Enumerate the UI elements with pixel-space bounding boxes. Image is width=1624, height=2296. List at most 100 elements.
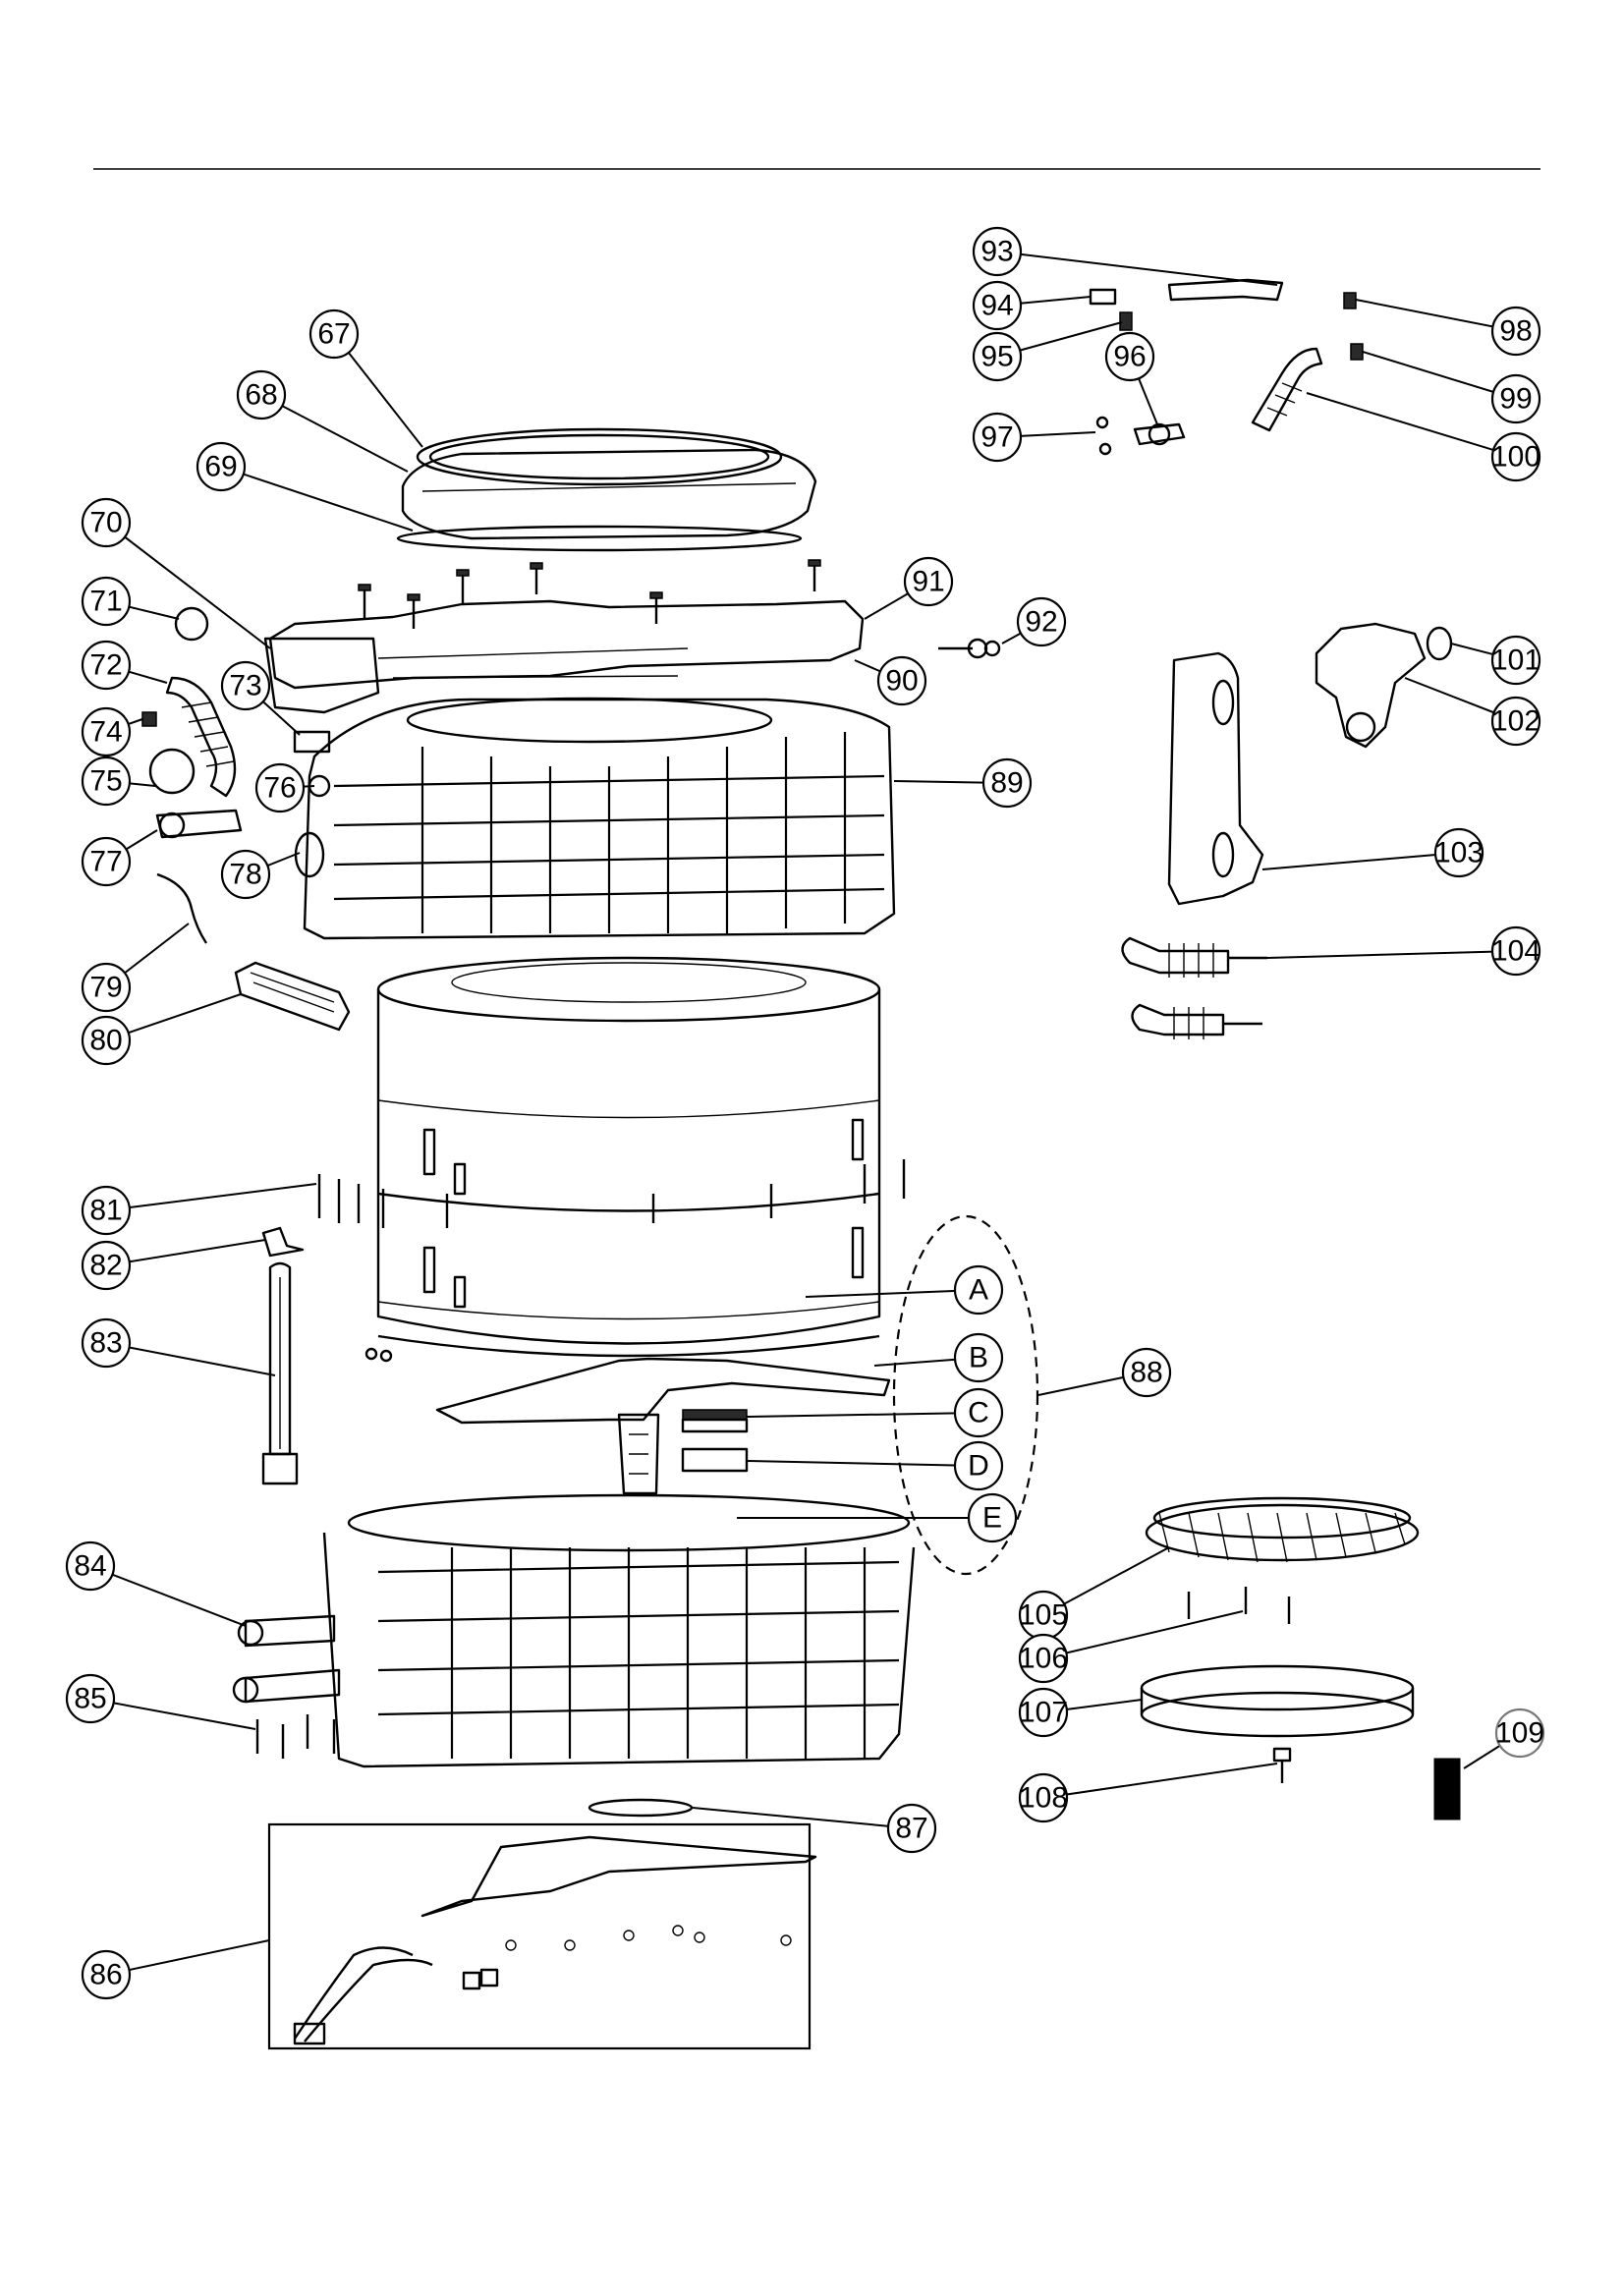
callout-label: 105 bbox=[1019, 1599, 1068, 1632]
callout-69: 69 bbox=[196, 441, 247, 492]
callout-circle bbox=[220, 660, 271, 711]
callout-95: 95 bbox=[972, 331, 1023, 382]
callout-label: 90 bbox=[885, 665, 918, 698]
callout-107: 107 bbox=[1018, 1687, 1069, 1738]
leader-line-106 bbox=[1042, 1610, 1244, 1659]
callout-label: 86 bbox=[89, 1959, 122, 1991]
callout-72: 72 bbox=[81, 640, 132, 691]
leader-line-82 bbox=[105, 1239, 266, 1266]
callout-label: 109 bbox=[1495, 1717, 1544, 1750]
part-E-lower-tub bbox=[322, 1493, 916, 1768]
callout-circle bbox=[81, 1949, 132, 2000]
part-79-wire bbox=[156, 872, 207, 944]
part-89-upper-tub bbox=[303, 697, 896, 940]
part-75-clamp bbox=[148, 748, 196, 795]
part-74-nut bbox=[141, 711, 157, 727]
callout-circle bbox=[967, 1492, 1018, 1543]
callout-96: 96 bbox=[1104, 331, 1155, 382]
callout-label: 68 bbox=[245, 379, 277, 412]
callout-88: 88 bbox=[1121, 1347, 1172, 1398]
part-109-block bbox=[1433, 1758, 1461, 1820]
callout-circle bbox=[953, 1387, 1004, 1438]
callout-label: 106 bbox=[1019, 1643, 1068, 1675]
leader-line-100 bbox=[1306, 392, 1517, 458]
part-71-clamp bbox=[174, 606, 209, 642]
callout-85: 85 bbox=[65, 1673, 116, 1724]
callout-circle bbox=[81, 1185, 132, 1236]
callout-73: 73 bbox=[220, 660, 271, 711]
callout-circle bbox=[1104, 331, 1155, 382]
part-67-lid-ring bbox=[416, 427, 783, 486]
callout-circle bbox=[196, 441, 247, 492]
callout-circle bbox=[81, 1015, 132, 1066]
callout-101: 101 bbox=[1490, 635, 1541, 686]
callout-83: 83 bbox=[81, 1317, 132, 1369]
callout-circle bbox=[1490, 431, 1541, 482]
callout-89: 89 bbox=[981, 757, 1033, 809]
callout-68: 68 bbox=[236, 369, 287, 420]
callout-e: E bbox=[967, 1492, 1018, 1543]
callout-circle bbox=[1016, 596, 1067, 647]
callout-label: B bbox=[969, 1342, 988, 1374]
callout-label: 103 bbox=[1434, 837, 1484, 869]
callout-label: 71 bbox=[89, 586, 122, 618]
callout-circle bbox=[1018, 1687, 1069, 1738]
callout-label: 72 bbox=[89, 649, 122, 682]
callout-70: 70 bbox=[81, 497, 132, 548]
callout-circle bbox=[65, 1540, 116, 1592]
callout-label: 69 bbox=[204, 451, 237, 483]
callout-label: C bbox=[968, 1397, 989, 1429]
callout-label: 67 bbox=[317, 318, 350, 351]
callout-circle bbox=[81, 1240, 132, 1291]
leader-line-99 bbox=[1362, 351, 1517, 400]
callout-75: 75 bbox=[81, 756, 132, 807]
callout-label: 102 bbox=[1491, 705, 1540, 738]
callout-circle bbox=[1490, 306, 1541, 357]
drum-bottom bbox=[364, 1334, 880, 1363]
callout-label: 80 bbox=[89, 1025, 122, 1057]
part-B-spider bbox=[435, 1357, 891, 1495]
leader-line-69 bbox=[220, 466, 414, 532]
callout-label: 81 bbox=[89, 1195, 122, 1227]
part-68-top-cover bbox=[401, 448, 817, 540]
callout-circle bbox=[254, 762, 306, 813]
leader-line-83 bbox=[105, 1342, 276, 1376]
callout-79: 79 bbox=[81, 962, 132, 1013]
part-81-screws bbox=[317, 1159, 906, 1228]
callout-circle bbox=[308, 308, 360, 360]
part-94-connector bbox=[1089, 288, 1117, 306]
part-108-bolt bbox=[1272, 1747, 1292, 1783]
callout-circle bbox=[1121, 1347, 1172, 1398]
part-107-rotor bbox=[1140, 1664, 1415, 1738]
callout-76: 76 bbox=[254, 762, 306, 813]
callout-label: 99 bbox=[1499, 383, 1532, 416]
part-69-gasket bbox=[396, 525, 803, 552]
part-106-bolts bbox=[1187, 1587, 1291, 1624]
callout-label: 85 bbox=[74, 1683, 106, 1715]
callout-92: 92 bbox=[1016, 596, 1067, 647]
callout-label: 93 bbox=[980, 236, 1013, 268]
callout-103: 103 bbox=[1433, 827, 1484, 878]
callout-104: 104 bbox=[1490, 925, 1541, 977]
callout-a: A bbox=[953, 1264, 1004, 1316]
leader-line-d bbox=[746, 1460, 980, 1467]
callout-label: 74 bbox=[89, 716, 122, 749]
callout-label: 98 bbox=[1499, 315, 1532, 348]
callout-109: 109 bbox=[1494, 1708, 1545, 1759]
leader-line-84 bbox=[89, 1565, 247, 1627]
part-77-pipe bbox=[155, 809, 243, 839]
callout-label: 95 bbox=[980, 341, 1013, 373]
callout-circle bbox=[65, 1673, 116, 1724]
callout-circle bbox=[953, 1440, 1004, 1491]
callout-circle bbox=[81, 756, 132, 807]
callout-label: 70 bbox=[89, 507, 122, 539]
leader-line-68 bbox=[260, 394, 409, 473]
part-87-gasket bbox=[588, 1798, 694, 1818]
callout-circle bbox=[81, 576, 132, 627]
callout-label: 88 bbox=[1130, 1357, 1162, 1389]
callout-90: 90 bbox=[876, 655, 927, 706]
leader-line-103 bbox=[1261, 852, 1460, 870]
callout-label: 94 bbox=[980, 290, 1013, 322]
callout-106: 106 bbox=[1018, 1633, 1069, 1684]
